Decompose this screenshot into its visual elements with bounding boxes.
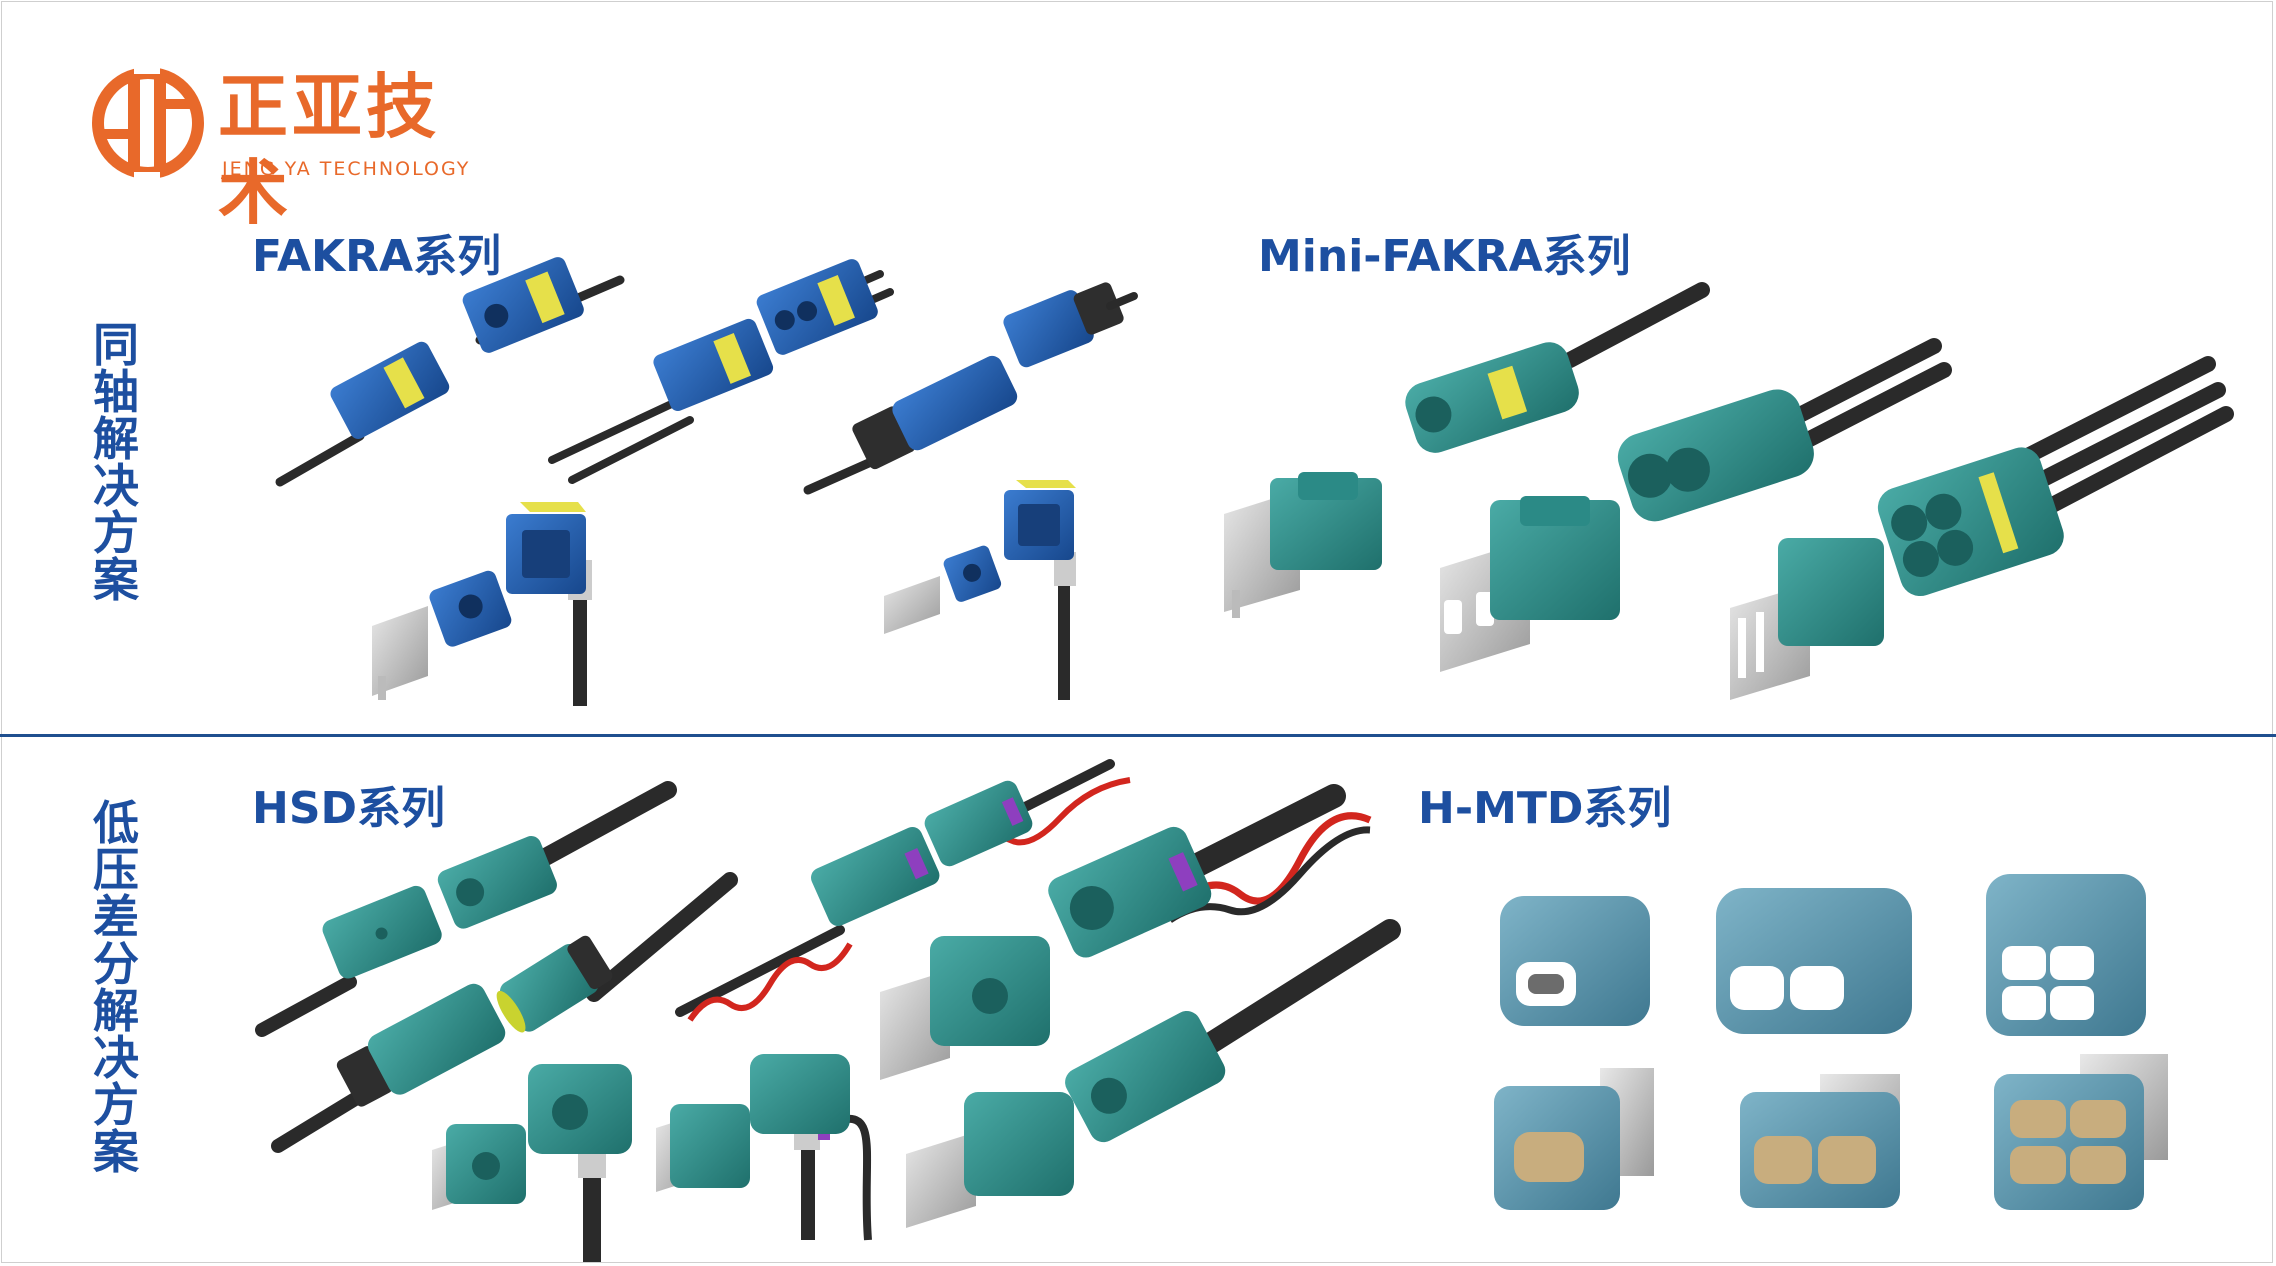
hmtd-single-pcb-jack [1494,1068,1654,1210]
hsd-pcb-jack-1 [432,1124,526,1210]
hmtd-dual-pcb-jack [1740,1074,1900,1208]
logo-mark-icon [92,64,204,182]
hsd-pcb-jack-4 [906,1092,1074,1228]
hsd-pcb-jack-3 [880,936,1050,1080]
logo-english-name: JENG YA TECHNOLOGY [222,158,471,180]
hsd-twisted-pair-cable-2 [1048,784,1372,958]
series-title-fakra: FAKRA系列 [252,231,502,282]
fakra-pcb-jack-1 [372,570,512,700]
series-title-hsd: HSD系列 [252,783,446,834]
series-title-mini-fakra: Mini-FAKRA系列 [1258,231,1631,282]
hsd-cable-straight-2 [496,872,738,1033]
section-divider [0,734,2276,737]
hsd-cable-straight-4 [1065,919,1401,1143]
fakra-pcb-jack-2 [884,545,1002,634]
hmtd-quad-plug [1986,874,2146,1036]
hmtd-single-plug [1500,896,1650,1026]
series-title-hmtd: H-MTD系列 [1418,783,1672,834]
fakra-right-angle-plug-1 [506,502,592,706]
hmtd-quad-pcb-jack [1994,1054,2168,1210]
fakra-inline-adapter [803,282,1138,495]
fakra-right-angle-plug-2 [1004,480,1076,700]
mini-fakra-quad-cable [1877,356,2234,597]
hsd-cable-straight-1 [255,781,677,1037]
mini-fakra-pcb-jack-2 [1440,496,1620,672]
company-logo: 正亚技术 JENG YA TECHNOLOGY [92,64,492,234]
hsd-right-angle-plug-1 [528,1064,632,1262]
hsd-pcb-jack-2 [656,1104,750,1192]
fakra-cable-assembly-1 [275,257,625,487]
section-label-lowvoltage: 低压差分解决方案 [93,796,139,1179]
mini-fakra-pcb-jack-1 [1224,472,1382,618]
mini-fakra-cable-1 [1405,282,1710,453]
fakra-dual-cable-assembly [548,259,894,484]
hsd-right-angle-plug-2 [750,1054,872,1241]
mini-fakra-pcb-jack-3 [1730,538,1884,700]
logo-chinese-name: 正亚技术 [218,66,440,234]
hmtd-dual-plug [1716,888,1912,1034]
mini-fakra-dual-cable [1617,338,1952,522]
hsd-cable-straight-3 [271,983,506,1153]
hsd-twisted-pair-cable-1 [675,759,1131,1022]
section-label-coax: 同轴解决方案 [93,318,139,607]
